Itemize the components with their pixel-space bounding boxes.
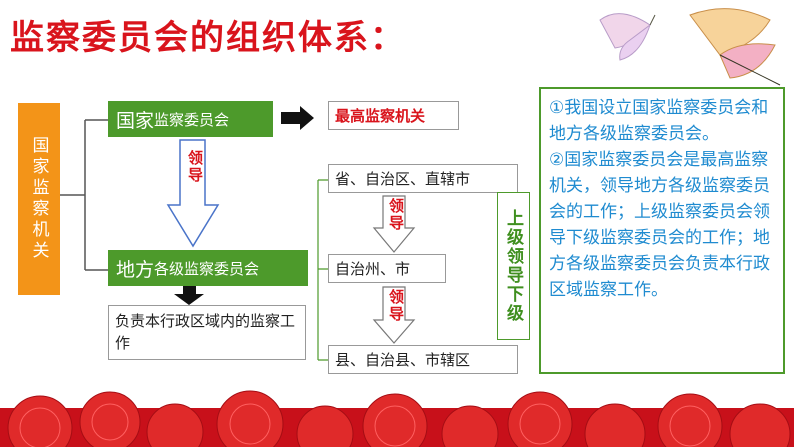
local-prefix: 地方 xyxy=(116,258,155,281)
national-prefix: 国家 xyxy=(116,109,155,132)
red-footer-decoration xyxy=(0,390,794,447)
butterfly-decoration xyxy=(599,8,781,86)
level-city-box: 自治州、市 xyxy=(328,254,446,283)
responsibility-box: 负责本行政区域内的监察工作 xyxy=(108,305,306,360)
note-1: ①我国设立国家监察委员会和地方各级监察委员会。 xyxy=(549,98,769,144)
national-suffix: 监察委员会 xyxy=(154,110,230,129)
lead-label-national: 领导 xyxy=(186,150,204,184)
note-2: ②国家监察委员会是最高监察机关，领导地方各级监察委员会的工作；上级监察委员会领导… xyxy=(549,150,770,300)
highest-organ-box: 最高监察机关 xyxy=(328,101,459,130)
notes-box: ①我国设立国家监察委员会和地方各级监察委员会。 ②国家监察委员会是最高监察机关，… xyxy=(539,87,785,374)
butterfly-icon xyxy=(689,8,781,86)
national-supervisory-organ-label: 国家监察机关 xyxy=(18,103,60,295)
upper-leads-lower-label: 上级领导下级 xyxy=(497,192,530,340)
local-suffix: 各级监察委员会 xyxy=(154,259,260,278)
level-county-box: 县、自治县、市辖区 xyxy=(328,345,518,374)
local-committee-box: 地方各级监察委员会 xyxy=(108,250,308,286)
lead-label-province: 领导 xyxy=(387,198,405,232)
butterfly-icon xyxy=(599,13,656,61)
lead-label-city: 领导 xyxy=(387,289,405,323)
page-title: 监察委员会的组织体系： xyxy=(10,18,406,58)
level-province-box: 省、自治区、直辖市 xyxy=(328,164,518,193)
national-committee-box: 国家监察委员会 xyxy=(108,101,273,137)
